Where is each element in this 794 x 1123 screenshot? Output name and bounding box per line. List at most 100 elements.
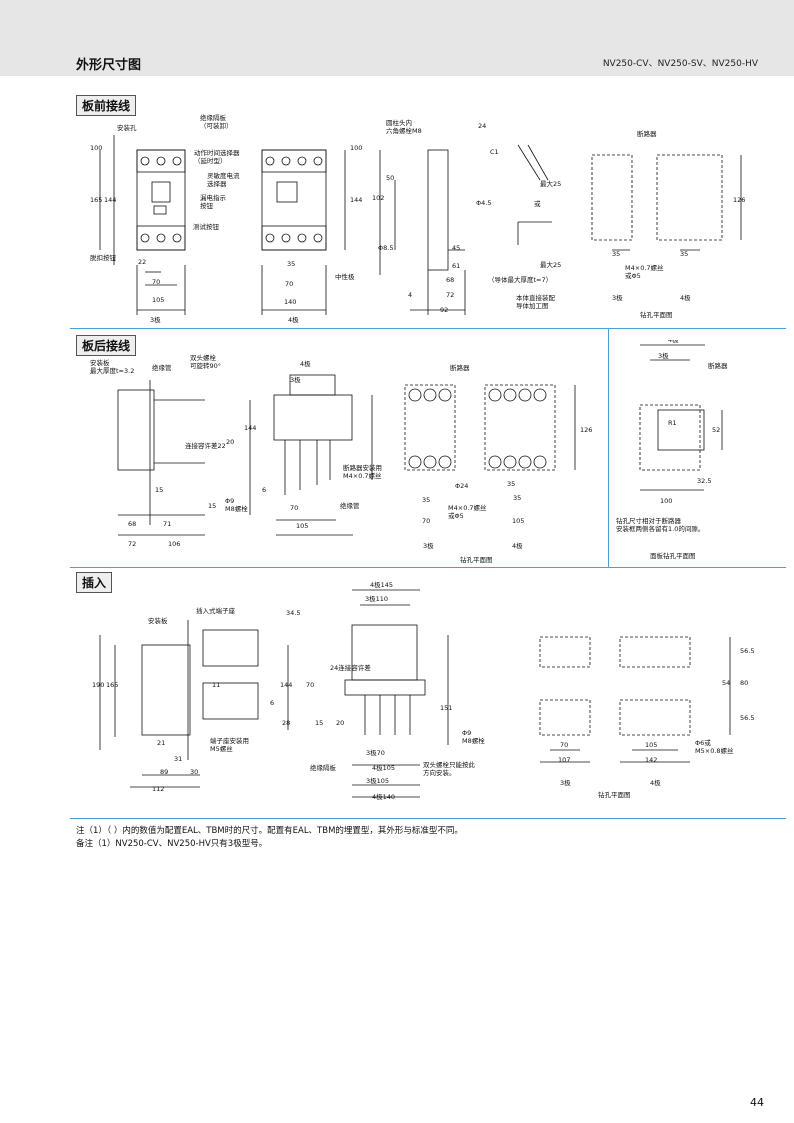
- page-header: 外形尺寸图 NV250-CV、NV250-SV、NV250-HV: [0, 0, 794, 76]
- svg-text:22: 22: [138, 258, 146, 266]
- svg-text:4极140: 4极140: [372, 792, 395, 801]
- svg-text:105: 105: [645, 741, 657, 749]
- svg-text:Φ4.5: Φ4.5: [476, 199, 491, 207]
- svg-text:4极: 4极: [288, 315, 299, 324]
- svg-text:11: 11: [212, 681, 220, 689]
- svg-text:20: 20: [226, 438, 234, 446]
- svg-text:或: 或: [534, 199, 541, 208]
- divider-1: [70, 328, 786, 329]
- svg-text:32.5: 32.5: [697, 477, 711, 485]
- svg-text:4极: 4极: [650, 778, 661, 787]
- svg-text:190: 190: [92, 681, 104, 689]
- svg-text:最大25: 最大25: [540, 260, 561, 269]
- section-plugin: 插入: [76, 572, 113, 593]
- section-rear-connection: 板后接线: [76, 335, 137, 356]
- svg-text:3极: 3极: [560, 778, 571, 787]
- panel-drill: [639, 404, 701, 471]
- svg-text:34.5: 34.5: [286, 609, 300, 617]
- svg-text:105: 105: [152, 296, 164, 304]
- label-plugin-connect-allow: 24连接容许差: [330, 663, 371, 672]
- svg-text:61: 61: [452, 262, 460, 270]
- svg-text:105: 105: [512, 517, 524, 525]
- svg-text:72: 72: [446, 291, 454, 299]
- svg-text:35: 35: [680, 250, 688, 258]
- svg-text:100: 100: [660, 497, 672, 505]
- svg-text:80: 80: [740, 679, 748, 687]
- svg-text:3极105: 3极105: [366, 776, 389, 785]
- divider-vertical: [608, 328, 609, 568]
- svg-text:165: 165: [106, 681, 118, 689]
- svg-text:68: 68: [128, 520, 136, 528]
- svg-text:144: 144: [244, 424, 256, 432]
- svg-text:30: 30: [190, 768, 198, 776]
- label-insulating-barrier: 绝缘隔板（可装卸）: [200, 113, 233, 130]
- side-view: [427, 149, 449, 271]
- label-plugin-drill-plan: 钻孔平面图: [598, 790, 631, 799]
- note-2: 备注（1）NV250-CV、NV250-HV只有3极型号。: [76, 839, 268, 849]
- label-rear-insulating-tube: 绝缘管: [152, 363, 172, 372]
- label-panel-drill: 面板钻孔平面图: [650, 551, 696, 560]
- svg-text:71: 71: [163, 520, 171, 528]
- svg-text:断路器: 断路器: [708, 361, 728, 370]
- label-plugin-insulating-barrier: 绝缘隔板: [310, 763, 337, 772]
- svg-text:112: 112: [152, 785, 164, 793]
- label-leak-button: 漏电指示按钮: [200, 193, 227, 210]
- svg-text:70: 70: [422, 517, 430, 525]
- svg-text:28: 28: [282, 719, 290, 727]
- svg-text:24: 24: [478, 122, 486, 130]
- svg-text:70: 70: [560, 741, 568, 749]
- drill-plan-4pole: [656, 154, 723, 241]
- svg-text:15: 15: [208, 502, 216, 510]
- svg-text:56.5: 56.5: [740, 647, 754, 655]
- label-double-stud: 双头螺栓可旋转90°: [190, 353, 221, 370]
- svg-text:56.5: 56.5: [740, 714, 754, 722]
- svg-text:151: 151: [440, 704, 452, 712]
- svg-text:35: 35: [513, 494, 521, 502]
- svg-text:21: 21: [157, 739, 165, 747]
- svg-text:4: 4: [408, 291, 412, 299]
- label-plugin-plate: 安装板: [148, 616, 168, 625]
- label-trip-button: 脱扣按钮: [90, 253, 117, 262]
- page-title: 外形尺寸图: [76, 58, 142, 73]
- svg-text:35: 35: [612, 250, 620, 258]
- svg-text:Φ24: Φ24: [455, 482, 468, 490]
- svg-text:20: 20: [336, 719, 344, 727]
- svg-text:15: 15: [315, 719, 323, 727]
- label-rear-plate: 安装板最大厚度t=3.2: [90, 358, 134, 375]
- svg-text:144: 144: [350, 196, 362, 204]
- svg-text:126: 126: [580, 426, 592, 434]
- label-sensitivity: 灵敏度电流选择器: [207, 171, 240, 188]
- svg-text:52: 52: [712, 426, 720, 434]
- label-cyl-head: 圆柱头内六角螺栓M8: [386, 118, 422, 135]
- svg-text:50: 50: [386, 174, 394, 182]
- svg-text:6: 6: [270, 699, 274, 707]
- plugin-drill-3pole-top: [539, 636, 591, 668]
- svg-text:31: 31: [174, 755, 182, 763]
- label-rear-m4: M4×0.7螺丝或Φ5: [448, 503, 487, 520]
- svg-text:4极105: 4极105: [372, 763, 395, 772]
- svg-text:126: 126: [733, 196, 745, 204]
- svg-text:107: 107: [558, 756, 570, 764]
- svg-text:3极: 3极: [150, 315, 161, 324]
- svg-text:4极145: 4极145: [370, 580, 393, 589]
- label-drill-plan: 钻孔平面图: [640, 310, 673, 319]
- svg-text:105: 105: [296, 522, 308, 530]
- label-m4-screw: M4×0.7螺丝或Φ5: [625, 263, 664, 280]
- svg-text:92: 92: [440, 306, 448, 314]
- svg-text:6: 6: [262, 486, 266, 494]
- svg-text:15: 15: [155, 486, 163, 494]
- svg-text:70: 70: [290, 504, 298, 512]
- divider-2: [70, 567, 786, 568]
- svg-text:4极: 4极: [668, 340, 679, 344]
- label-panel-note: 钻孔尺寸相对于断路器安装框两侧各留有1.0的间隙。: [616, 516, 704, 533]
- svg-text:最大25: 最大25: [540, 179, 561, 188]
- svg-text:54: 54: [722, 679, 730, 687]
- svg-text:35: 35: [422, 496, 430, 504]
- label-rear-insulating-tube-2: 绝缘管: [340, 501, 360, 510]
- label-time-selector: 动作时间选择器（延时型）: [194, 148, 240, 165]
- label-plugin-socket: 插入式端子座: [196, 606, 236, 615]
- svg-text:144: 144: [280, 681, 292, 689]
